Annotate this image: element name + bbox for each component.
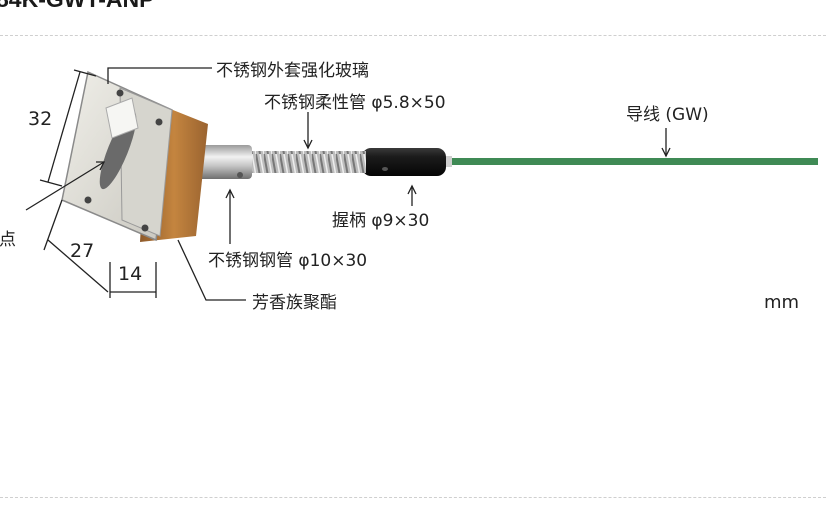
dim-width-value: 27: [70, 240, 95, 262]
label-measure-point: 测点: [0, 230, 16, 250]
dim-width: [47, 239, 109, 293]
unit-label: mm: [764, 292, 800, 313]
label-lead-wire: 导线 (GW): [626, 105, 709, 125]
label-handle: 握柄 φ9×30: [332, 211, 430, 231]
top-divider: [0, 35, 826, 36]
bottom-divider: [0, 497, 826, 498]
leader-measure-point: [25, 161, 105, 211]
flex-tube: [248, 151, 366, 173]
product-title: 84K-GWT-ANP: [0, 0, 154, 13]
leader-resin: [177, 239, 246, 301]
dim-height-value: 32: [28, 108, 53, 130]
dim-height: [47, 71, 81, 183]
label-glass-sleeve: 不锈钢外套强化玻璃: [216, 61, 369, 81]
lead-wire: [450, 158, 818, 165]
handle: [362, 148, 446, 176]
leader-glass-sleeve: [107, 67, 212, 84]
label-resin: 芳香族聚酯: [252, 293, 337, 313]
dim-depth-value: 14: [118, 263, 143, 285]
label-steel-tube: 不锈钢钢管 φ10×30: [208, 251, 368, 271]
label-flex-tube: 不锈钢柔性管 φ5.8×50: [264, 93, 446, 113]
steel-tube: [196, 145, 252, 179]
